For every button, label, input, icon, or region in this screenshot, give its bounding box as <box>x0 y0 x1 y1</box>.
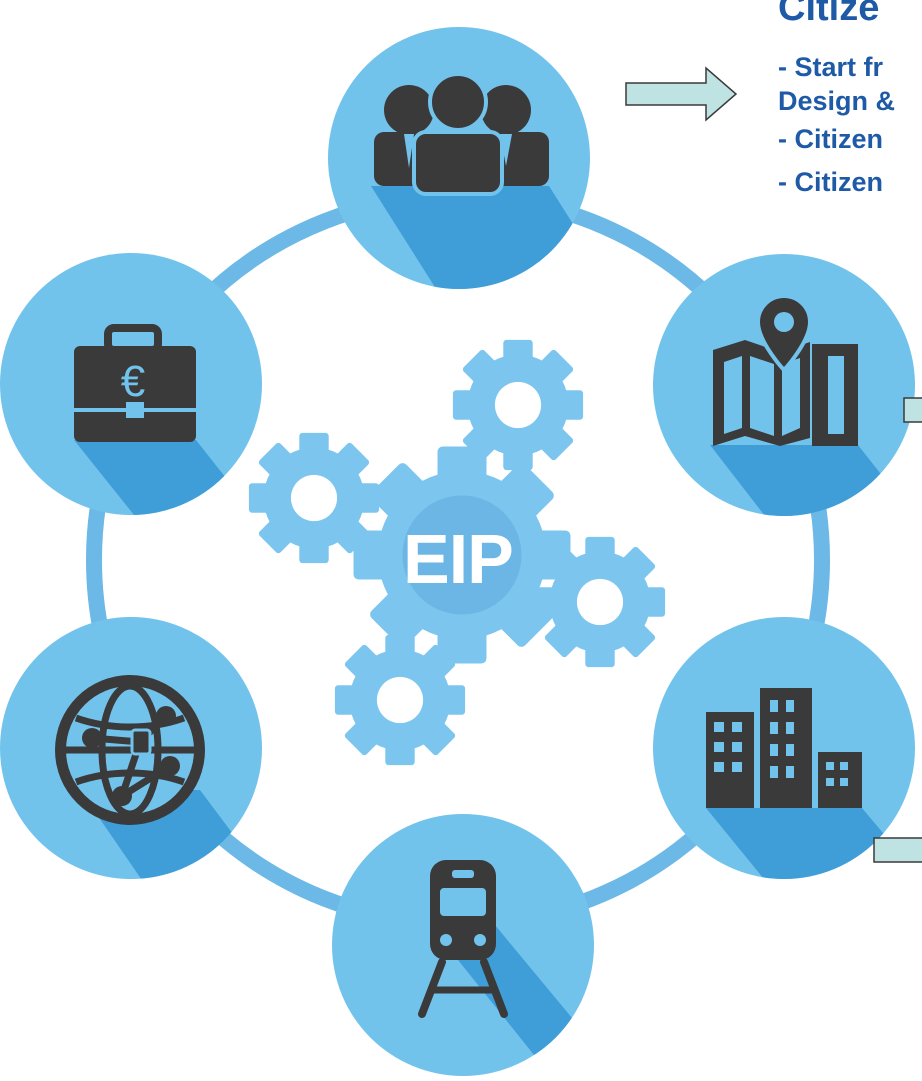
gear-bottom <box>334 634 466 766</box>
gear-left <box>248 432 380 564</box>
side-line-4: - Citizen <box>778 167 883 197</box>
center-label: EIP <box>403 520 514 598</box>
buildings-node <box>653 617 915 879</box>
citizens-node <box>328 27 590 289</box>
arrow-right-lower <box>873 837 922 863</box>
side-line-1: - Start fr <box>778 52 884 82</box>
side-line-3: - Citizen <box>778 124 883 154</box>
side-heading: Citize <box>778 0 880 29</box>
planning-node <box>653 254 915 516</box>
euro-briefcase-icon: € <box>74 324 196 442</box>
finance-node: € <box>0 253 262 515</box>
connected-globe-icon <box>55 675 205 825</box>
train-icon <box>418 860 508 1018</box>
map-pin-ruler-icon <box>713 293 858 446</box>
gears-cluster <box>248 339 666 766</box>
gear-top <box>452 339 584 471</box>
network-node <box>0 617 262 879</box>
gear-right <box>534 536 666 668</box>
arrow-top <box>625 66 738 122</box>
city-buildings-icon <box>706 688 862 808</box>
arrow-right-upper <box>903 397 922 423</box>
people-group-icon <box>374 72 549 196</box>
svg-text:€: € <box>121 357 145 406</box>
mobility-node <box>332 814 594 1076</box>
side-line-2: Design & <box>778 86 896 116</box>
gear-center <box>353 446 571 664</box>
